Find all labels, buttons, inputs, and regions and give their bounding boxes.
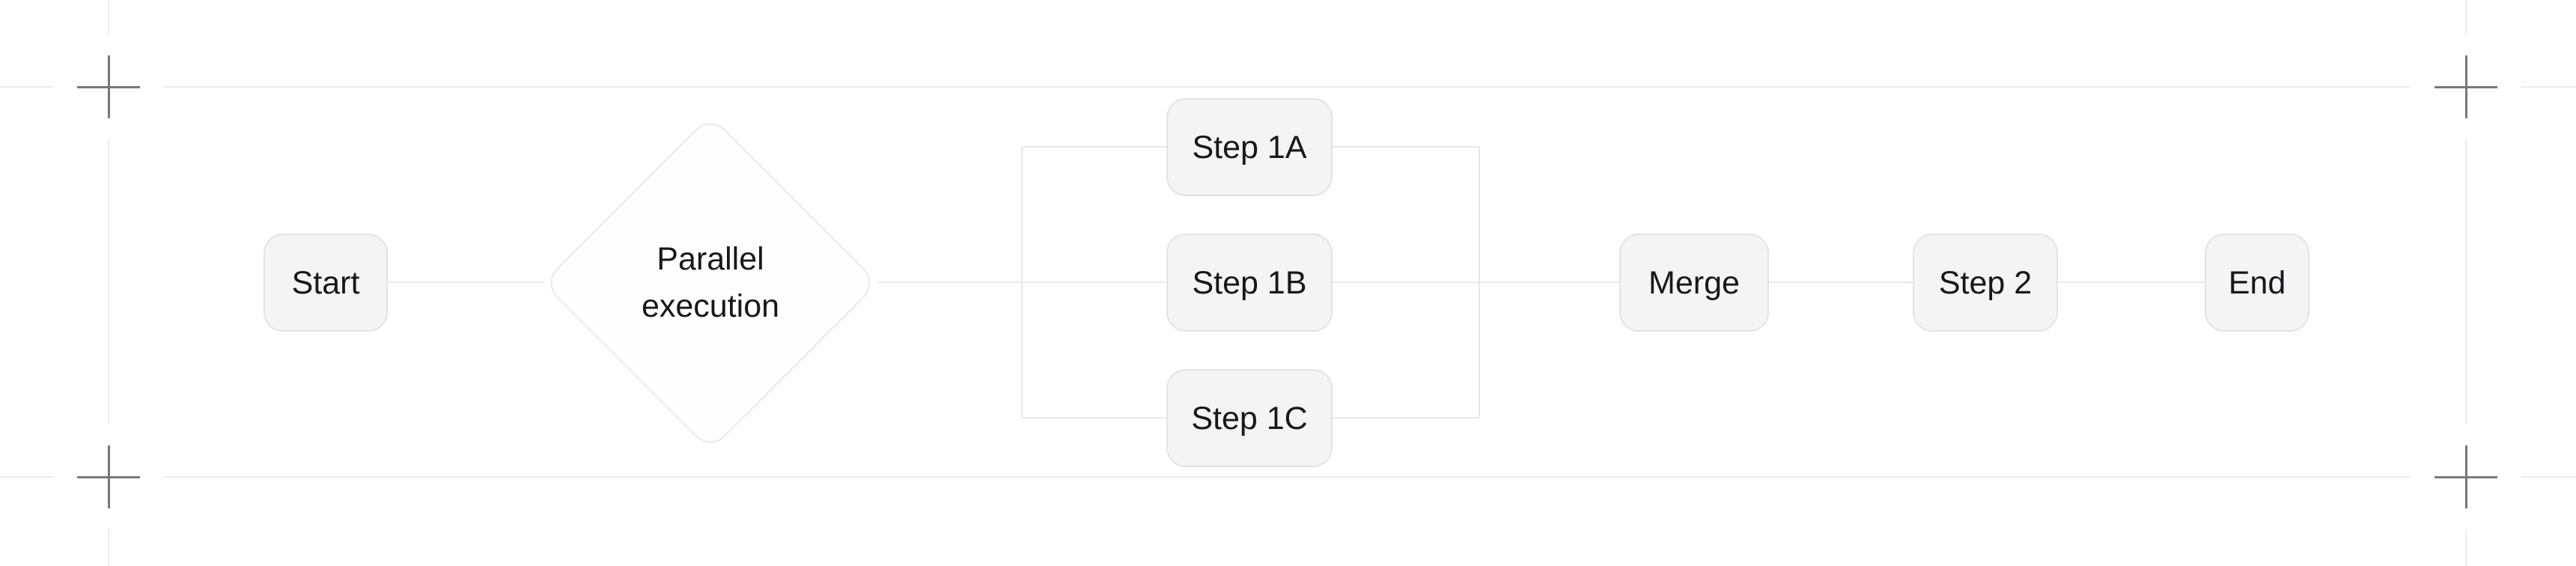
node-step-1b[interactable]: Step 1B — [1166, 234, 1333, 332]
node-label-line: Parallel — [657, 241, 764, 277]
guide-frame-right-segment-2 — [2465, 529, 2467, 566]
node-label: Merge — [1648, 264, 1740, 301]
node-label: Start — [291, 264, 360, 301]
node-label: Step 2 — [1938, 264, 2033, 301]
connector-split-to-step-1a — [1022, 146, 1166, 147]
node-step-1c[interactable]: Step 1C — [1166, 369, 1333, 467]
guide-frame-right-segment-1 — [2465, 139, 2467, 424]
node-label: Step 1A — [1192, 129, 1307, 165]
guide-frame-top-segment-0 — [0, 86, 53, 88]
connector-split-bracket — [1021, 147, 1023, 418]
node-step-2[interactable]: Step 2 — [1913, 234, 2058, 332]
guide-frame-left-segment-1 — [108, 139, 109, 424]
node-end[interactable]: End — [2205, 234, 2309, 332]
connector-step-1a-to-join — [1333, 146, 1479, 147]
node-label: Step 1B — [1192, 264, 1307, 301]
connector-split-to-step-1c — [1022, 417, 1166, 419]
guide-frame-left-segment-2 — [108, 529, 109, 566]
node-label-line: execution — [641, 288, 780, 324]
crosshair-vertical-arm — [2464, 445, 2467, 508]
guide-frame-bottom-segment-0 — [0, 476, 53, 478]
crosshair-vertical-arm — [2464, 55, 2467, 118]
guide-frame-left-segment-0 — [108, 0, 109, 34]
node-parallel-execution[interactable]: Parallel execution — [542, 115, 879, 451]
connector-step-1c-to-join — [1333, 417, 1479, 419]
crop-mark-bottom-right — [2435, 445, 2497, 508]
guide-frame-bottom-segment-2 — [2521, 476, 2576, 478]
node-step-1a[interactable]: Step 1A — [1166, 98, 1333, 196]
node-label: End — [2228, 264, 2286, 301]
crop-mark-top-left — [77, 55, 140, 118]
node-label: Parallel execution — [591, 164, 829, 402]
guide-frame-bottom-segment-1 — [164, 476, 2411, 478]
node-label: Step 1C — [1191, 400, 1308, 436]
connector-step-1b-to-merge — [1333, 282, 1619, 283]
crosshair-vertical-arm — [107, 55, 110, 118]
guide-frame-top-segment-2 — [2521, 86, 2576, 88]
guide-frame-right-segment-0 — [2465, 0, 2467, 34]
node-merge[interactable]: Merge — [1619, 234, 1769, 332]
connector-merge-to-step-2 — [1769, 282, 1913, 283]
connector-join-bracket — [1479, 147, 1480, 418]
crop-mark-top-right — [2435, 55, 2497, 118]
connector-step-2-to-end — [2058, 282, 2205, 283]
crosshair-vertical-arm — [107, 445, 110, 508]
guide-frame-top-segment-1 — [164, 86, 2411, 88]
crop-mark-bottom-left — [77, 445, 140, 508]
connector-start-to-decision — [388, 282, 543, 283]
node-start[interactable]: Start — [264, 234, 388, 332]
